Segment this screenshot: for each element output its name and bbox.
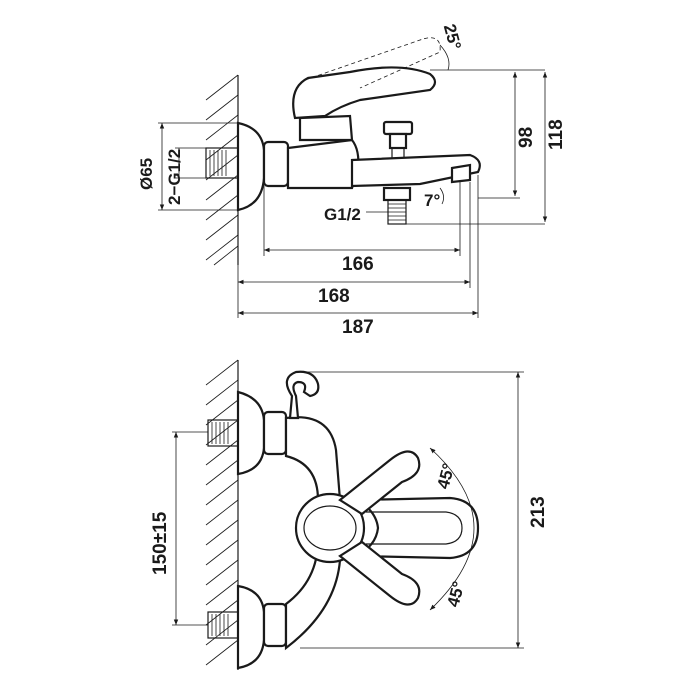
body-front xyxy=(284,416,342,651)
upper-inlet xyxy=(207,390,288,476)
lever-upper-position xyxy=(338,450,421,516)
diverter-knob xyxy=(382,120,414,160)
inlet-thread-label: 2−G1/2 xyxy=(165,149,184,205)
aerator-top xyxy=(450,163,472,184)
lever-handle-top xyxy=(292,66,437,120)
escutcheon-top xyxy=(236,121,266,212)
spout-top xyxy=(350,153,481,188)
length-166-label: 166 xyxy=(342,254,374,275)
front-view: 45° 45° 150±15 213 xyxy=(150,359,549,670)
diameter-label: Ø65 xyxy=(137,158,156,190)
length-168-label: 168 xyxy=(318,286,350,307)
height-213-label: 213 xyxy=(528,496,549,528)
inlet-connector-top xyxy=(205,147,239,179)
length-187-label: 187 xyxy=(342,317,374,338)
lower-angle-label: 45° xyxy=(444,579,469,609)
centers-label: 150±15 xyxy=(150,511,171,575)
height-98-label: 98 xyxy=(516,127,537,148)
wall-hatch-bottom xyxy=(205,359,239,670)
lever-lower-position xyxy=(338,540,421,606)
lever-raised-outline xyxy=(304,37,441,89)
outlet-thread-label: G1/2 xyxy=(324,205,361,224)
spout-angle-label: 7° xyxy=(424,191,440,210)
lever-loop-front xyxy=(355,496,480,560)
body-top xyxy=(286,138,360,190)
shower-outlet-top xyxy=(382,186,412,225)
cartridge-housing xyxy=(298,114,354,142)
height-118-label: 118 xyxy=(546,119,567,150)
upper-angle-label: 45° xyxy=(434,461,459,491)
lower-inlet xyxy=(207,584,288,670)
nut-top xyxy=(262,140,290,188)
side-view: 25° 98 118 Ø65 2−G1/2 G1/2 7° 166 168 18… xyxy=(137,22,567,338)
lever-angle-label: 25° xyxy=(440,22,465,52)
shower-hook xyxy=(285,370,320,420)
